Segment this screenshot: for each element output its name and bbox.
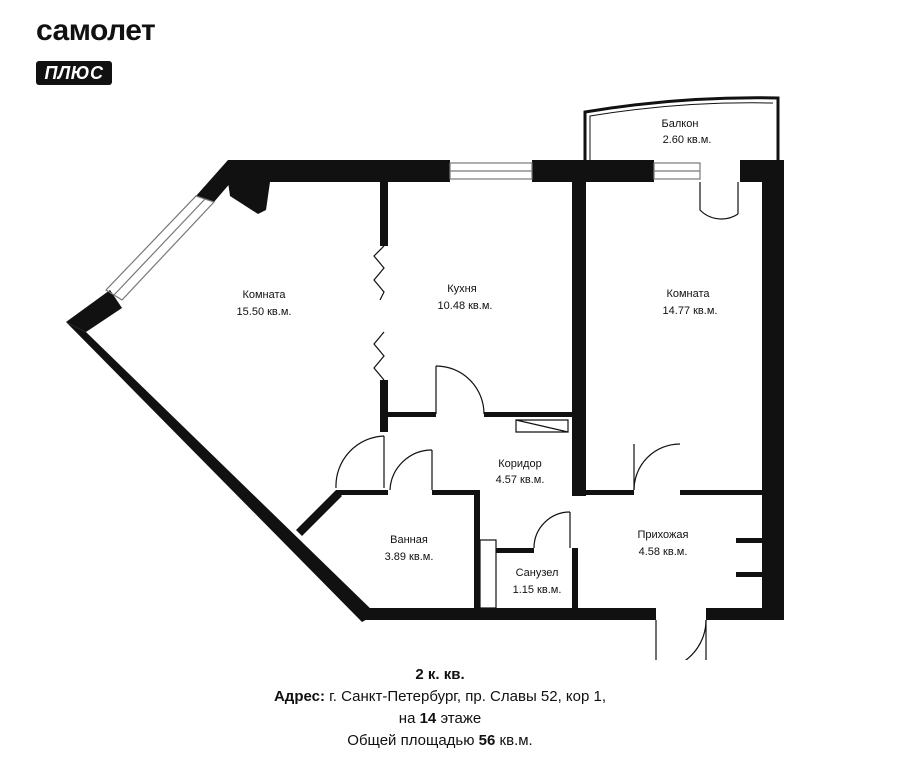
room-name-balcony: Балкон xyxy=(662,118,699,130)
room-area-balcony: 2.60 кв.м. xyxy=(663,134,712,146)
address-label: Адрес: xyxy=(273,688,325,705)
exterior-walls xyxy=(66,160,784,622)
room-name-room2: Комната xyxy=(666,288,710,300)
room-name-wc: Санузел xyxy=(516,567,559,579)
address-line: Адрес: г. Санкт-Петербург, пр. Славы 52,… xyxy=(0,686,880,708)
doors xyxy=(335,182,739,660)
room-name-room1: Комната xyxy=(242,289,286,301)
floor-number: 14 xyxy=(419,710,437,727)
area-prefix: Общей площадью xyxy=(347,732,475,749)
apartment-type: 2 к. кв. xyxy=(415,666,465,683)
floor-plan: Балкон 2.60 кв.м. Комната 15.50 кв.м. Ку… xyxy=(66,96,784,660)
floor-suffix: этаже xyxy=(440,710,482,727)
total-area-value: 56 xyxy=(478,732,496,749)
room-name-corridor: Коридор xyxy=(498,458,541,470)
floor-prefix: на xyxy=(398,710,416,727)
plan-caption: 2 к. кв. Адрес: г. Санкт-Петербург, пр. … xyxy=(0,664,880,752)
room-area-bathroom: 3.89 кв.м. xyxy=(385,551,434,563)
brand-badge: ПЛЮС xyxy=(36,61,112,85)
windows xyxy=(105,162,701,301)
brand-logo: самолет ПЛЮС xyxy=(36,14,166,85)
room-area-wc: 1.15 кв.м. xyxy=(513,584,562,596)
room-name-hallway: Прихожая xyxy=(638,529,689,541)
room-area-room2: 14.77 кв.м. xyxy=(663,305,718,317)
room-area-hallway: 4.58 кв.м. xyxy=(639,546,688,558)
interior-walls xyxy=(296,182,768,608)
area-suffix: кв.м. xyxy=(499,732,533,749)
total-area-line: Общей площадью 56 кв.м. xyxy=(0,730,880,752)
brand-badge-text: ПЛЮС xyxy=(44,63,104,83)
floor-line: на 14 этаже xyxy=(0,708,880,730)
address-text: г. Санкт-Петербург, пр. Славы 52, кор 1, xyxy=(329,688,607,705)
brand-word: самолет xyxy=(36,14,156,47)
room-area-room1: 15.50 кв.м. xyxy=(237,306,292,318)
room-area-kitchen: 10.48 кв.м. xyxy=(438,300,493,312)
room-area-corridor: 4.57 кв.м. xyxy=(496,474,545,486)
balcony-outline xyxy=(583,96,780,160)
room-name-bathroom: Ванная xyxy=(390,534,428,546)
room-name-kitchen: Кухня xyxy=(447,283,476,295)
